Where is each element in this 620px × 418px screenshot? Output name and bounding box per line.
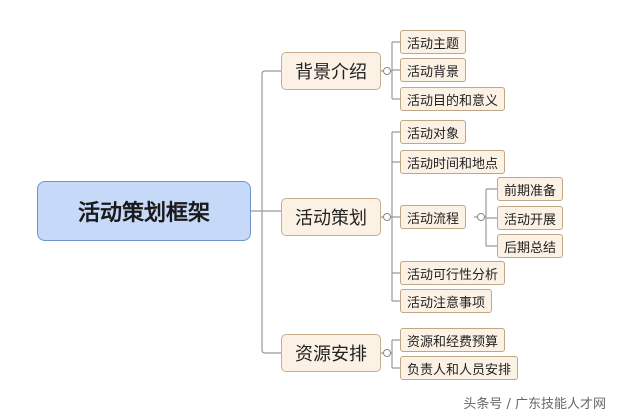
- leaf-activity-target[interactable]: 活动对象: [400, 120, 467, 144]
- leaf-activity-time-place[interactable]: 活动时间和地点: [400, 150, 506, 174]
- leaf-staffing[interactable]: 负责人和人员安排: [400, 356, 519, 380]
- watermark-text: 头条号 / 广东技能人才网: [463, 397, 606, 412]
- branch-planning[interactable]: 活动策划: [281, 198, 381, 236]
- leaf-summary[interactable]: 后期总结: [497, 234, 564, 258]
- leaf-activity-background[interactable]: 活动背景: [400, 58, 467, 82]
- collapse-toggle-icon[interactable]: [383, 213, 391, 221]
- leaf-budget[interactable]: 资源和经费预算: [400, 328, 506, 352]
- root-node[interactable]: 活动策划框架: [37, 181, 251, 241]
- leaf-preparation[interactable]: 前期准备: [497, 177, 564, 201]
- leaf-execution[interactable]: 活动开展: [497, 206, 564, 230]
- collapse-toggle-icon[interactable]: [383, 349, 391, 357]
- collapse-toggle-icon[interactable]: [477, 213, 485, 221]
- leaf-precautions[interactable]: 活动注意事项: [400, 289, 493, 313]
- branch-background[interactable]: 背景介绍: [281, 52, 381, 90]
- leaf-activity-purpose[interactable]: 活动目的和意义: [400, 87, 506, 111]
- leaf-activity-process[interactable]: 活动流程: [400, 205, 467, 229]
- collapse-toggle-icon[interactable]: [383, 67, 391, 75]
- branch-resources[interactable]: 资源安排: [281, 334, 381, 372]
- leaf-activity-theme[interactable]: 活动主题: [400, 30, 467, 54]
- leaf-feasibility-analysis[interactable]: 活动可行性分析: [400, 261, 506, 285]
